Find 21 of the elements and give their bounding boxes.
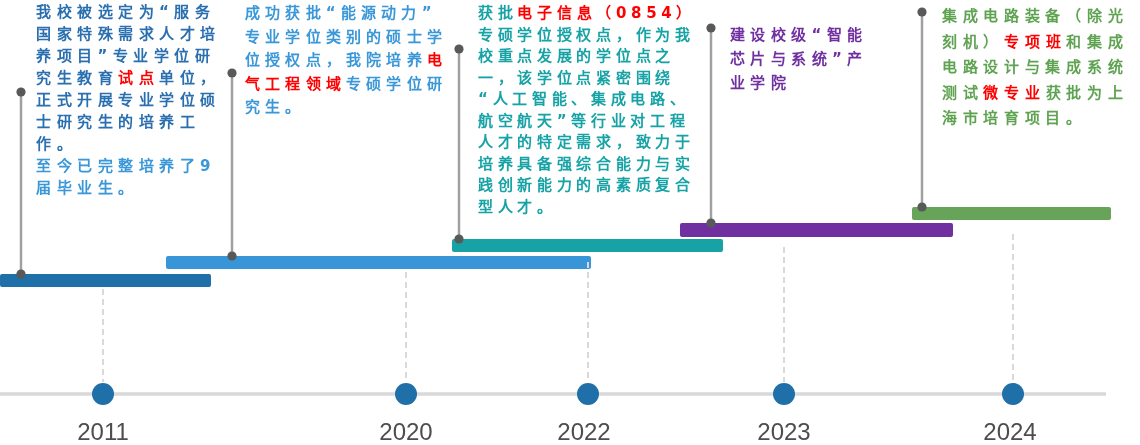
description-text: 我校被选定为“服务国家特殊需求人才培养项目”专业学位研究生教育试点单位，正式开展专业学位硕士研究生的培养工作。 — [36, 2, 222, 155]
year-label: 2023 — [757, 418, 811, 445]
year-label: 2020 — [379, 418, 433, 445]
year-label: 2024 — [983, 418, 1037, 445]
leader-line — [917, 7, 927, 212]
leader-line — [706, 23, 716, 228]
description-text: 建设校级“智能芯片与系统”产业学院 — [730, 25, 869, 94]
description-text: 获批电子信息（0854）专硕学位授权点，作为我校重点发展的学位点之一，该学位点紧密围绕“人工智能、集成电路、航空航天”等行业对工程人才的特定需求，致力于培养具备强综合能力与实践创新能力的高素质复合型人才。 — [478, 3, 697, 218]
timeline-bar — [680, 223, 953, 237]
description-text: 成功获批“能源动力”专业学位类别的硕士学位授权点，我院培养电气工程领域专硕学位研究生。 — [245, 3, 448, 118]
timeline-bar — [452, 239, 723, 252]
year-label: 2022 — [557, 418, 611, 445]
year-label: 2011 — [77, 418, 129, 445]
timeline-bar — [166, 256, 591, 269]
leader-line — [227, 68, 237, 261]
timeline-bar — [912, 207, 1111, 220]
timeline-bar — [0, 274, 211, 287]
description-text: 至今已完整培养了9届毕业生。 — [36, 156, 217, 199]
leader-line — [16, 87, 26, 279]
leader-line — [454, 44, 464, 244]
description-text: 集成电路装备（除光刻机）专项班和集成电路设计与集成系统测试微专业获批为上海市培育项目。 — [942, 6, 1130, 129]
